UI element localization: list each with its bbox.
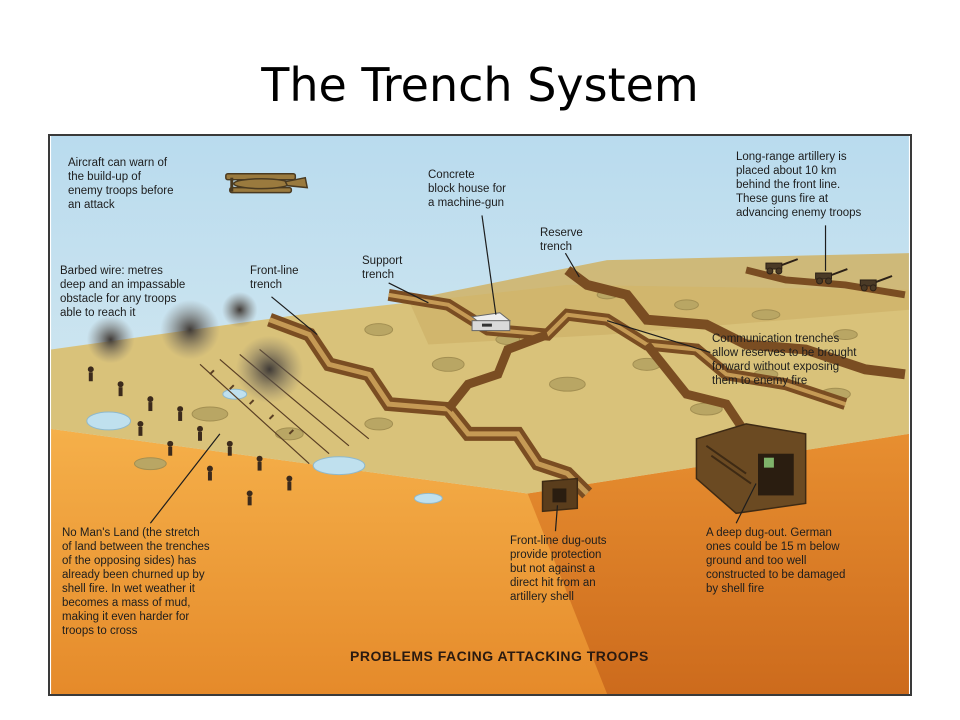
leader-reserve — [564, 252, 580, 278]
label-support-trench: Support trench — [362, 255, 403, 281]
crater — [364, 323, 394, 337]
water-pool — [312, 456, 366, 476]
smoke-puff — [235, 335, 304, 404]
smoke — [86, 291, 304, 404]
label-reserve-trench: Reserve trench — [540, 227, 583, 253]
crater — [133, 457, 167, 471]
water-pool — [86, 411, 132, 431]
diagram-footer-caption: PROBLEMS FACING ATTACKING TROOPS — [350, 648, 649, 664]
label-barbed-wire: Barbed wire: metres deep and an impassab… — [60, 265, 186, 319]
label-aircraft: Aircraft can warn of the build-up of ene… — [68, 157, 174, 211]
front-line-dugout — [541, 477, 579, 513]
communication-trench — [643, 341, 750, 437]
crater — [832, 329, 858, 341]
water-pool — [413, 492, 443, 504]
label-deep-dugout: A deep dug-out. German ones could be 15 … — [706, 527, 846, 595]
crater — [431, 356, 465, 372]
crater — [674, 299, 699, 311]
label-no-mans-land: No Man's Land (the stretch of land betwe… — [62, 527, 210, 637]
crater — [191, 406, 229, 422]
label-communication-trenches: Communication trenches allow reserves to… — [712, 333, 857, 387]
leader-front-dugout — [554, 505, 559, 532]
leader-no-mans-land — [149, 433, 221, 524]
label-front-line-trench: Front-line trench — [250, 265, 299, 291]
crater — [751, 309, 781, 321]
soldier-icon — [87, 366, 293, 506]
blockhouse-icon — [470, 312, 511, 332]
deep-dugout — [695, 423, 807, 515]
leader-deep-dugout — [735, 483, 757, 524]
earth-side-face — [527, 433, 909, 694]
leader-blockhouse — [481, 215, 497, 315]
communication-trench — [444, 330, 550, 412]
leader-front-line — [271, 296, 318, 336]
label-front-line-dugouts: Front-line dug-outs provide protection b… — [510, 535, 607, 603]
trench-illustration — [51, 136, 909, 694]
trench-diagram: Aircraft can warn of the build-up of ene… — [48, 134, 912, 696]
soldiers — [87, 366, 293, 506]
barbed-wire-row — [209, 369, 295, 435]
smoke-puff — [86, 315, 135, 364]
label-leader-lines — [149, 215, 827, 532]
label-block-house: Concrete block house for a machine-gun — [428, 169, 506, 209]
water-pool — [222, 388, 248, 400]
artillery-gun-icon — [765, 258, 893, 292]
leader-support — [388, 282, 429, 304]
reserve-trench — [564, 266, 906, 380]
barbed-wire — [199, 349, 370, 465]
barbed-wire-row — [199, 349, 370, 465]
smoke-puff — [221, 291, 258, 328]
crater — [364, 417, 394, 431]
slide-title: The Trench System — [261, 58, 699, 112]
label-artillery: Long-range artillery is placed about 10 … — [736, 151, 862, 219]
leader-communication — [606, 320, 711, 354]
shell-craters — [133, 290, 858, 471]
smoke-puff — [160, 299, 220, 360]
crater — [549, 376, 586, 392]
water-pools — [86, 388, 443, 504]
biplane-icon — [225, 172, 309, 194]
